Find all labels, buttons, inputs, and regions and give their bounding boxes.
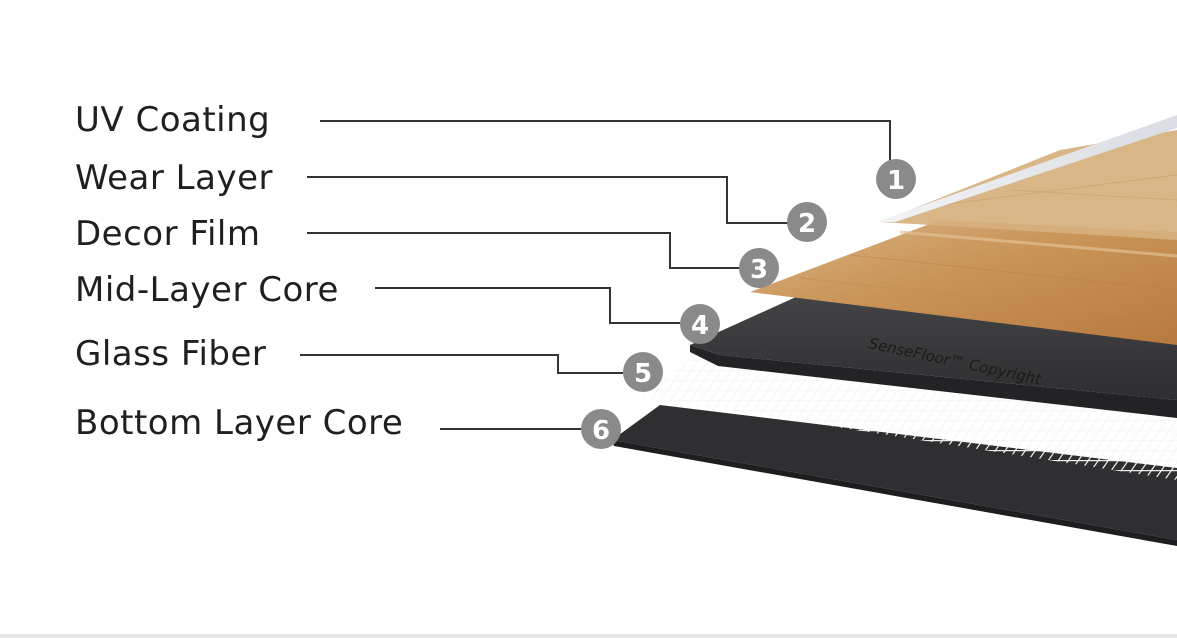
- uv-coating-shape: [876, 115, 1177, 222]
- badge-3: 3: [739, 248, 779, 288]
- label-wear-layer: Wear Layer: [75, 158, 273, 198]
- svg-text:4: 4: [691, 311, 709, 341]
- svg-text:3: 3: [750, 255, 768, 285]
- numbered-circle-icon: [623, 352, 663, 392]
- svg-text:5: 5: [634, 359, 652, 389]
- mid-layer-core-edge: [690, 345, 1177, 418]
- badge-4: 4: [680, 304, 720, 344]
- leader-line-2: [307, 176, 788, 224]
- badge-6: 6: [581, 409, 621, 449]
- numbered-circle-icon: [876, 159, 916, 199]
- wear-layer-shape: [880, 130, 1177, 240]
- numbered-circle-icon: [787, 202, 827, 242]
- badge-1: 1: [876, 159, 916, 199]
- label-mid-layer-core: Mid-Layer Core: [75, 270, 339, 310]
- numbered-circle-icon: [739, 248, 779, 288]
- badge-2: 2: [787, 202, 827, 242]
- leader-line-3: [307, 232, 740, 269]
- svg-text:2: 2: [798, 209, 816, 239]
- bottom-layer-core-shape: [612, 405, 1177, 540]
- label-uv-coating: UV Coating: [75, 100, 271, 140]
- leader-line-4: [375, 287, 680, 324]
- label-decor-film: Decor Film: [75, 214, 261, 254]
- numbered-circle-icon: [680, 304, 720, 344]
- svg-text:1: 1: [887, 166, 905, 196]
- svg-text:6: 6: [592, 416, 610, 446]
- leader-line-5: [300, 354, 623, 374]
- glass-fiber-mesh-shape: [630, 355, 1177, 480]
- bottom-divider: [0, 634, 1177, 638]
- label-glass-fiber: Glass Fiber: [75, 334, 267, 374]
- decor-film-shape: [750, 220, 1177, 345]
- numbered-circle-icon: [581, 409, 621, 449]
- leader-line-1: [320, 120, 891, 160]
- badge-5: 5: [623, 352, 663, 392]
- bottom-layer-core-edge: [612, 440, 1177, 546]
- label-bottom-layer-core: Bottom Layer Core: [75, 403, 404, 443]
